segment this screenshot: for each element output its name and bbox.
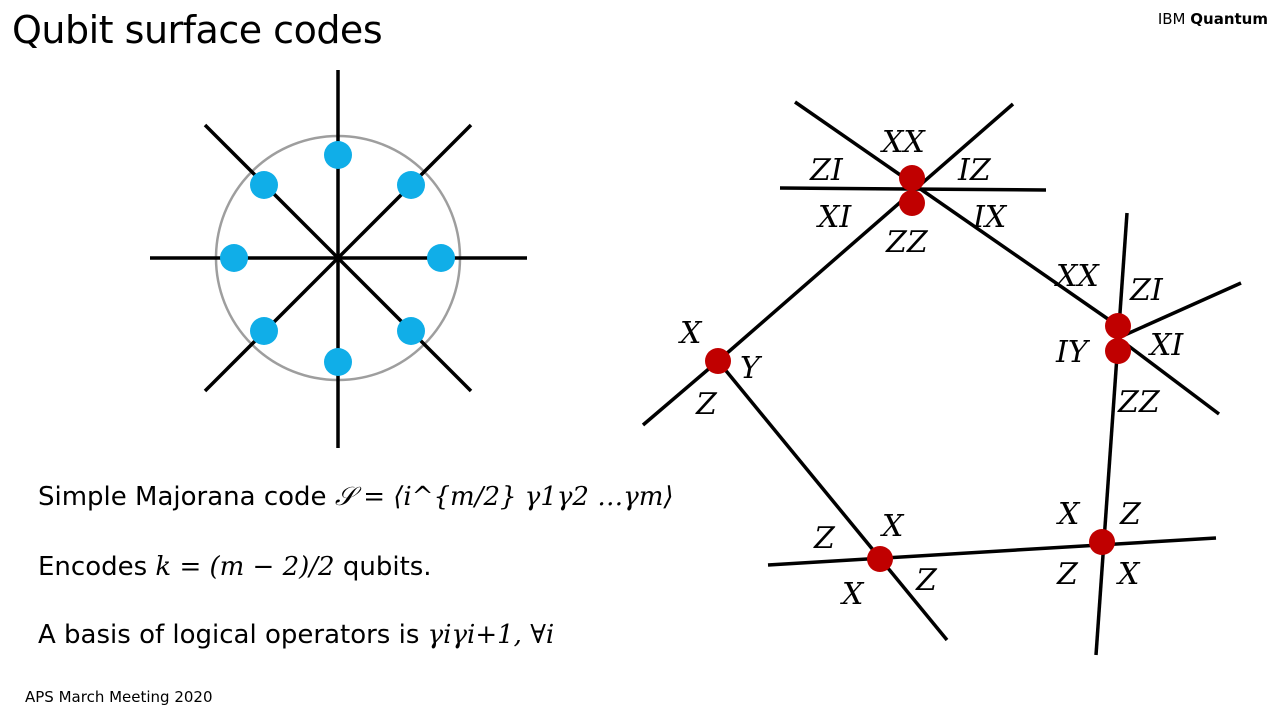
label: XX: [880, 125, 926, 160]
edge: [1116, 336, 1221, 416]
line-text: Simple Majorana code: [38, 482, 335, 512]
majorana-dot: [397, 317, 425, 345]
majorana-dot: [427, 244, 455, 272]
ibm-quantum-logo: IBM Quantum: [1158, 10, 1268, 28]
qubit-count-formula: k = (m − 2)/2: [155, 552, 335, 582]
label: X: [1056, 497, 1081, 532]
slide-title: Qubit surface codes: [12, 8, 383, 52]
label: X: [1116, 557, 1141, 592]
label: IY: [1055, 335, 1091, 370]
encodes-line: Encodes k = (m − 2)/2 qubits.: [38, 552, 432, 582]
node-dot: [899, 165, 925, 191]
node-dot: [1105, 338, 1131, 364]
footer-text: APS March Meeting 2020: [25, 688, 213, 706]
edge: [716, 359, 949, 642]
surface-code-graph: [641, 100, 1242, 656]
label: XI: [1148, 328, 1184, 363]
majorana-dot: [324, 348, 352, 376]
edge: [641, 359, 720, 427]
label: XX: [1054, 259, 1100, 294]
surface-code-nodes: [705, 165, 1131, 572]
label: XI: [816, 200, 852, 235]
node-dot: [867, 546, 893, 572]
label: ZI: [1129, 273, 1164, 308]
logical-operators-line: A basis of logical operators is γiγi+1, …: [38, 620, 554, 650]
line-text: Encodes: [38, 552, 156, 582]
label: Y: [740, 351, 763, 386]
edge: [767, 536, 1217, 567]
edge: [794, 100, 1119, 328]
line-suffix: qubits.: [334, 552, 432, 582]
label: IZ: [957, 153, 992, 188]
label: X: [880, 509, 905, 544]
node-dot: [899, 190, 925, 216]
node-dot: [1105, 313, 1131, 339]
label: ZZ: [885, 225, 929, 260]
majorana-code-line: Simple Majorana code 𝒮 = ⟨i^{m/2} γ1γ2 ……: [38, 482, 674, 513]
majorana-dot: [220, 244, 248, 272]
label: Z: [695, 387, 718, 422]
label: IX: [972, 200, 1008, 235]
logo-name: Quantum: [1190, 10, 1268, 28]
diagram-labels: XX ZI IZ XI ZZ IX XX ZI IY XI ZZ X Y Z Z…: [678, 125, 1184, 612]
node-dot: [705, 348, 731, 374]
label: ZZ: [1117, 385, 1161, 420]
stabilizer-formula: 𝒮 = ⟨i^{m/2} γ1γ2 …γm⟩: [334, 482, 674, 512]
star-line-diag2: [203, 123, 473, 393]
edge: [1117, 281, 1242, 340]
edge: [716, 102, 1015, 363]
logical-operator-formula: γiγi+1, ∀i: [427, 620, 555, 650]
majorana-dot: [397, 171, 425, 199]
edge: [1094, 212, 1129, 656]
label: X: [840, 577, 865, 612]
majorana-dot: [324, 141, 352, 169]
label: Z: [1119, 497, 1142, 532]
label: X: [678, 316, 703, 351]
label: Z: [1056, 557, 1079, 592]
majorana-dot: [250, 171, 278, 199]
majorana-dots: [220, 141, 455, 376]
label: Z: [915, 563, 938, 598]
majorana-star: [150, 70, 527, 448]
label: ZI: [809, 153, 844, 188]
line-text: A basis of logical operators is: [38, 620, 428, 650]
label: Z: [813, 521, 836, 556]
logo-prefix: IBM: [1157, 10, 1186, 28]
majorana-dot: [250, 317, 278, 345]
node-dot: [1089, 529, 1115, 555]
